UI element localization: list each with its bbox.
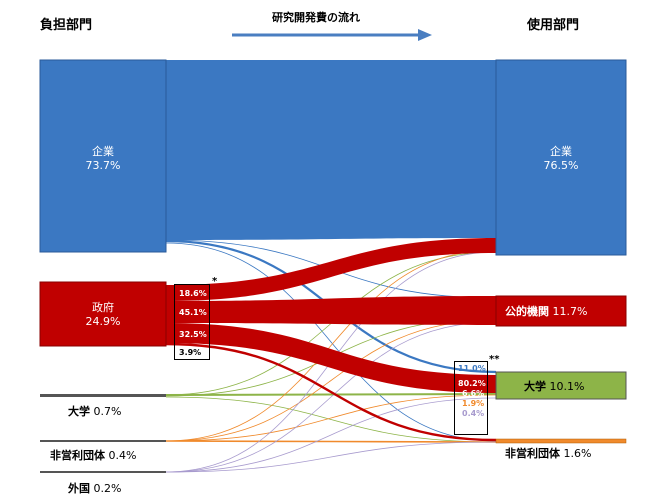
source-corporate-name: 企業 — [92, 145, 114, 158]
target-node-corporate — [495, 59, 627, 256]
flow-nonprofit-to-university — [165, 394, 497, 442]
government-to-university-pct: 32.5% — [179, 330, 207, 339]
flow-direction-label: 研究開発費の流れ — [272, 11, 360, 24]
target-node-university — [495, 371, 627, 400]
source-node-university — [40, 394, 166, 397]
source-node-corporate — [39, 59, 167, 253]
university-from-corporate-pct: 11.0% — [458, 364, 486, 373]
source-government-name: 政府 — [92, 301, 114, 314]
source-corporate-pct: 73.7% — [85, 159, 121, 172]
source-nonprofit-label: 非営利団体 0.4% — [50, 447, 136, 463]
target-corporate-pct: 76.5% — [543, 159, 579, 172]
target-corporate-name: 企業 — [550, 145, 572, 158]
source-university-label: 大学 0.7% — [68, 403, 121, 419]
flow-corporate-to-corporate — [166, 60, 496, 240]
flow-foreign-to-university — [165, 397, 497, 473]
target-public-label: 公的機関 11.7% — [505, 303, 587, 319]
source-government-pct: 24.9% — [85, 315, 121, 328]
government-to-corporate-pct: 18.6% — [179, 289, 207, 298]
source-node-foreign — [40, 471, 166, 473]
university-from-foreign-pct: 0.4% — [462, 409, 485, 418]
government-breakdown-marker: * — [212, 276, 218, 287]
target-public-name: 公的機関 — [505, 305, 549, 318]
target-nonprofit-name: 非営利団体 — [505, 447, 560, 460]
target-node-public — [495, 295, 627, 327]
source-foreign-name: 外国 — [68, 482, 90, 495]
target-public-pct: 11.7% — [552, 305, 588, 318]
flow-arrow-head — [418, 29, 432, 41]
flow-government-to-university — [166, 323, 496, 393]
source-university-pct: 0.7% — [93, 405, 122, 418]
source-nonprofit-pct: 0.4% — [108, 449, 137, 462]
flow-nonprofit-to-corporate — [165, 249, 497, 442]
flow-government-to-nonprofit — [165, 342, 497, 442]
flow-nonprofit-to-public — [165, 319, 497, 442]
source-header: 負担部門 — [40, 18, 93, 33]
university-from-university-pct: 6.6% — [462, 389, 485, 398]
flow-government-to-corporate — [166, 238, 496, 301]
source-foreign-pct: 0.2% — [93, 482, 122, 495]
flow-university-to-nonprofit — [165, 396, 497, 443]
university-from-nonprofit-pct: 1.9% — [462, 399, 485, 408]
source-nonprofit-name: 非営利団体 — [50, 449, 105, 462]
flow-corporate-to-nonprofit — [165, 242, 497, 442]
university-from-government-pct: 80.2% — [458, 379, 486, 388]
flow-nonprofit-to-nonprofit — [165, 440, 497, 443]
flow-government-to-public — [166, 296, 496, 325]
source-node-government — [39, 281, 167, 347]
target-header: 使用部門 — [527, 18, 580, 33]
target-university-name: 大学 — [524, 380, 546, 393]
target-nonprofit-label: 非営利団体 1.6% — [505, 445, 591, 461]
target-nonprofit-pct: 1.6% — [563, 447, 592, 460]
government-to-public-pct: 45.1% — [179, 308, 207, 317]
target-university-label: 大学 10.1% — [524, 378, 584, 394]
target-node-nonprofit — [495, 438, 627, 444]
flow-foreign-to-nonprofit — [165, 441, 497, 473]
flow-university-to-university — [165, 393, 497, 396]
source-node-nonprofit — [40, 440, 166, 442]
flow-foreign-to-public — [165, 321, 497, 473]
source-foreign-label: 外国 0.2% — [68, 480, 121, 496]
source-university-name: 大学 — [68, 405, 90, 418]
government-breakdown-bracket — [174, 284, 210, 360]
university-breakdown-marker: ** — [489, 354, 500, 365]
government-to-nonprofit-pct: 3.9% — [179, 348, 202, 357]
target-university-pct: 10.1% — [549, 380, 585, 393]
university-breakdown-bracket — [454, 361, 488, 435]
